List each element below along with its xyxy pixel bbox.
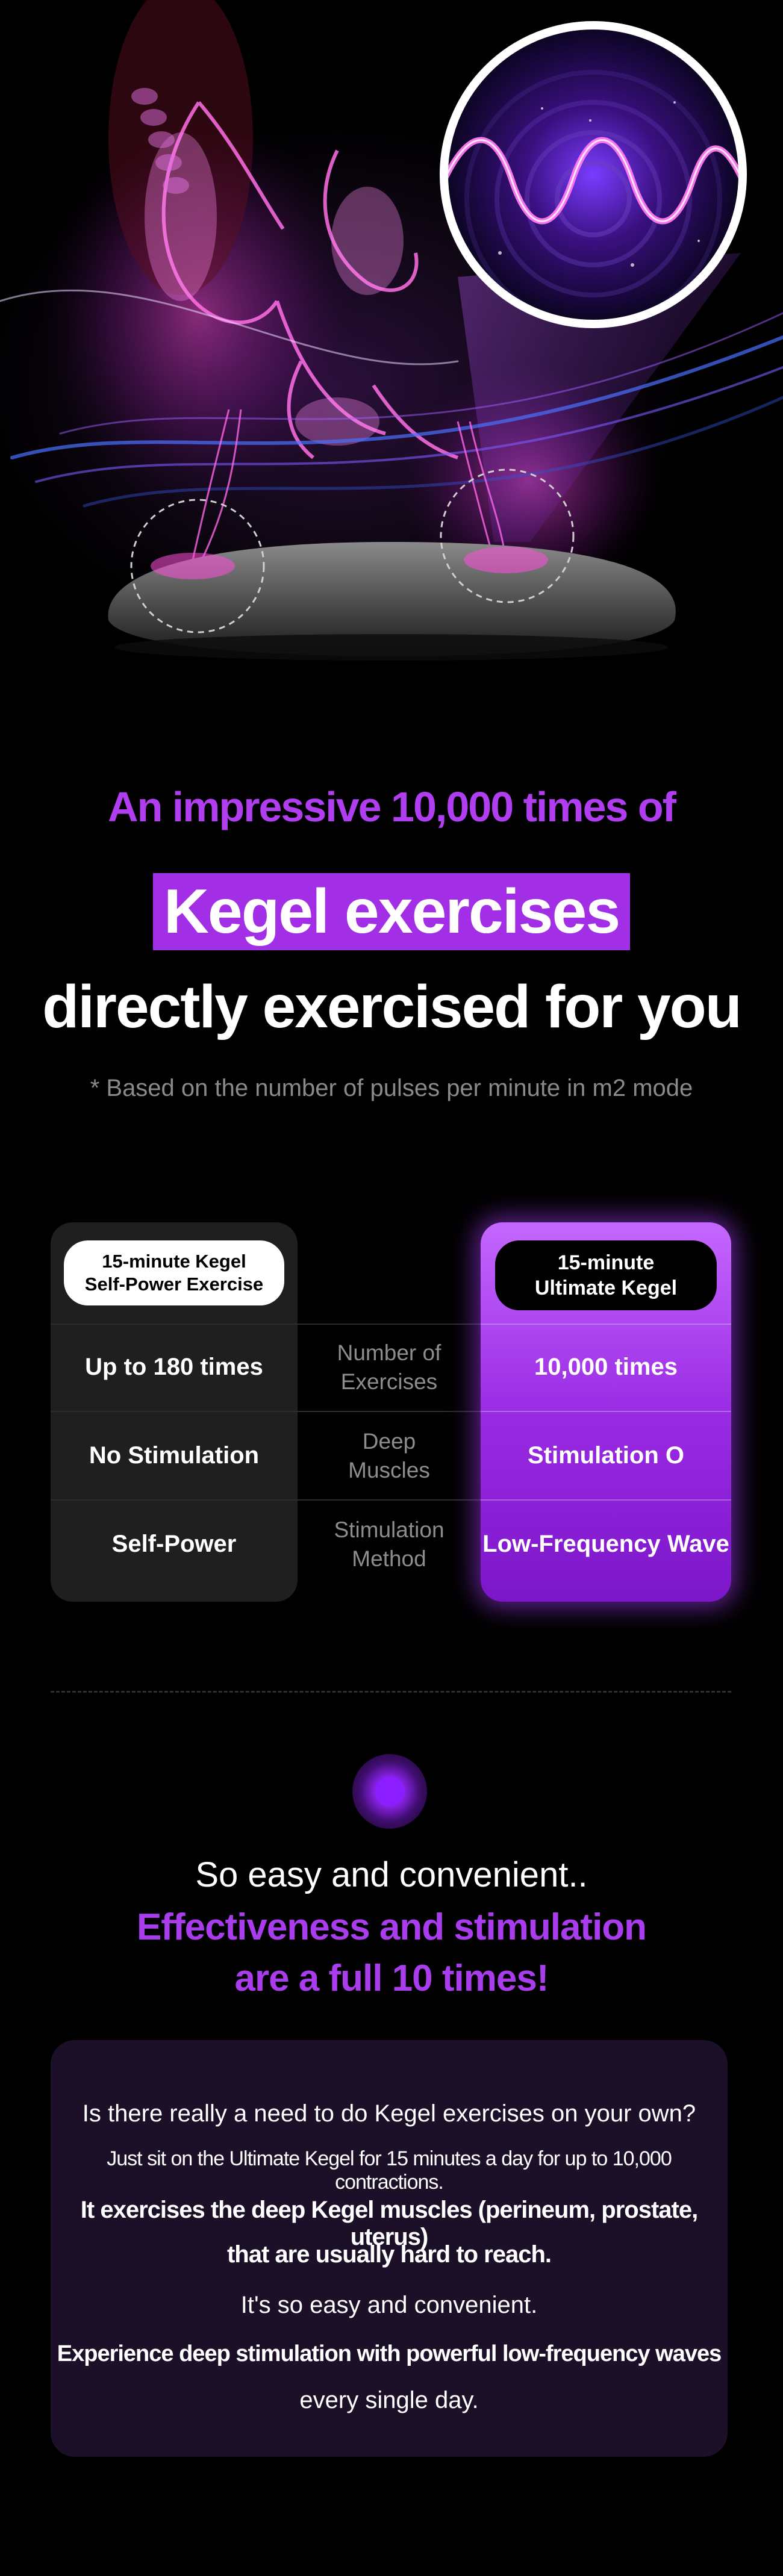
label-line-2: Exercises <box>340 1369 438 1394</box>
row-divider <box>51 1411 298 1412</box>
ultimate-exercises-value: 10,000 times <box>534 1354 678 1380</box>
self-power-deep-muscles-value: No Stimulation <box>89 1442 260 1469</box>
label-line-1: Deep <box>362 1428 416 1454</box>
ultimate-kegel-column: 15-minute Ultimate Kegel 10,000 times St… <box>481 1222 731 1602</box>
comparison-table: 15-minute Kegel Self-Power Exercise Up t… <box>51 1222 731 1602</box>
label-line-1: Stimulation <box>334 1517 445 1542</box>
cushion-device <box>108 542 676 656</box>
description-box: Is there really a need to do Kegel exerc… <box>51 2040 728 2457</box>
row-divider <box>298 1499 481 1501</box>
headline-highlight: Kegel exercises <box>152 873 631 950</box>
row-divider <box>298 1324 481 1325</box>
description-line-3: It exercises the deep Kegel muscles (per… <box>80 2197 698 2250</box>
label-stimulation-method: Stimulation Method <box>298 1501 481 1588</box>
label-line-2: Muscles <box>348 1457 430 1482</box>
row-divider <box>51 1324 298 1325</box>
self-power-exercises-value: Up to 180 times <box>85 1354 263 1380</box>
dashed-divider <box>51 1691 731 1693</box>
description-line-5: It's so easy and convenient. <box>240 2292 538 2318</box>
description-line-4: that are usually hard to reach. <box>226 2241 552 2268</box>
tagline-line-3: are a full 10 times! <box>234 1958 549 1999</box>
label-number-of-exercises: Number of Exercises <box>298 1324 481 1411</box>
headline-line-3: directly exercised for you <box>42 973 742 1041</box>
footnote: * Based on the number of pulses per minu… <box>90 1075 693 1101</box>
self-power-title-line-2: Self-Power Exercise <box>84 1274 264 1295</box>
ultimate-kegel-title-line-1: 15-minute <box>557 1251 655 1274</box>
label-line-1: Number of <box>337 1340 441 1365</box>
row-divider <box>481 1411 731 1412</box>
description-line-7: every single day. <box>299 2387 479 2413</box>
headline-highlight-wrap: Kegel exercises <box>0 873 783 950</box>
row-divider <box>298 1411 481 1412</box>
description-line-1: Is there really a need to do Kegel exerc… <box>82 2100 696 2127</box>
row-divider <box>51 1499 298 1501</box>
ultimate-stimulation-value: Low-Frequency Wave <box>482 1531 729 1557</box>
self-power-stimulation-value: Self-Power <box>111 1531 237 1557</box>
description-line-2: Just sit on the Ultimate Kegel for 15 mi… <box>107 2147 672 2194</box>
description-line-6: Experience deep stimulation with powerfu… <box>57 2341 722 2366</box>
wave-zoom-lens <box>440 21 747 328</box>
row-divider <box>481 1499 731 1501</box>
ultimate-deep-muscles-value: Stimulation O <box>528 1442 684 1469</box>
self-power-column: 15-minute Kegel Self-Power Exercise Up t… <box>51 1222 298 1602</box>
hero-illustration <box>0 0 783 711</box>
ultimate-kegel-title-pill: 15-minute Ultimate Kegel <box>495 1240 717 1310</box>
ultimate-kegel-title-line-2: Ultimate Kegel <box>534 1277 678 1299</box>
tagline-line-1: So easy and convenient.. <box>195 1855 588 1894</box>
row-divider <box>481 1324 731 1325</box>
headline-line-1: An impressive 10,000 times of <box>108 783 676 830</box>
label-deep-muscles: Deep Muscles <box>298 1412 481 1499</box>
pelvis-illustration <box>0 0 783 661</box>
self-power-title-pill: 15-minute Kegel Self-Power Exercise <box>64 1240 284 1305</box>
glow-dot-icon <box>352 1754 427 1829</box>
label-line-2: Method <box>352 1546 426 1571</box>
tagline-line-2: Effectiveness and stimulation <box>136 1906 647 1948</box>
self-power-title-line-1: 15-minute Kegel <box>102 1251 246 1272</box>
